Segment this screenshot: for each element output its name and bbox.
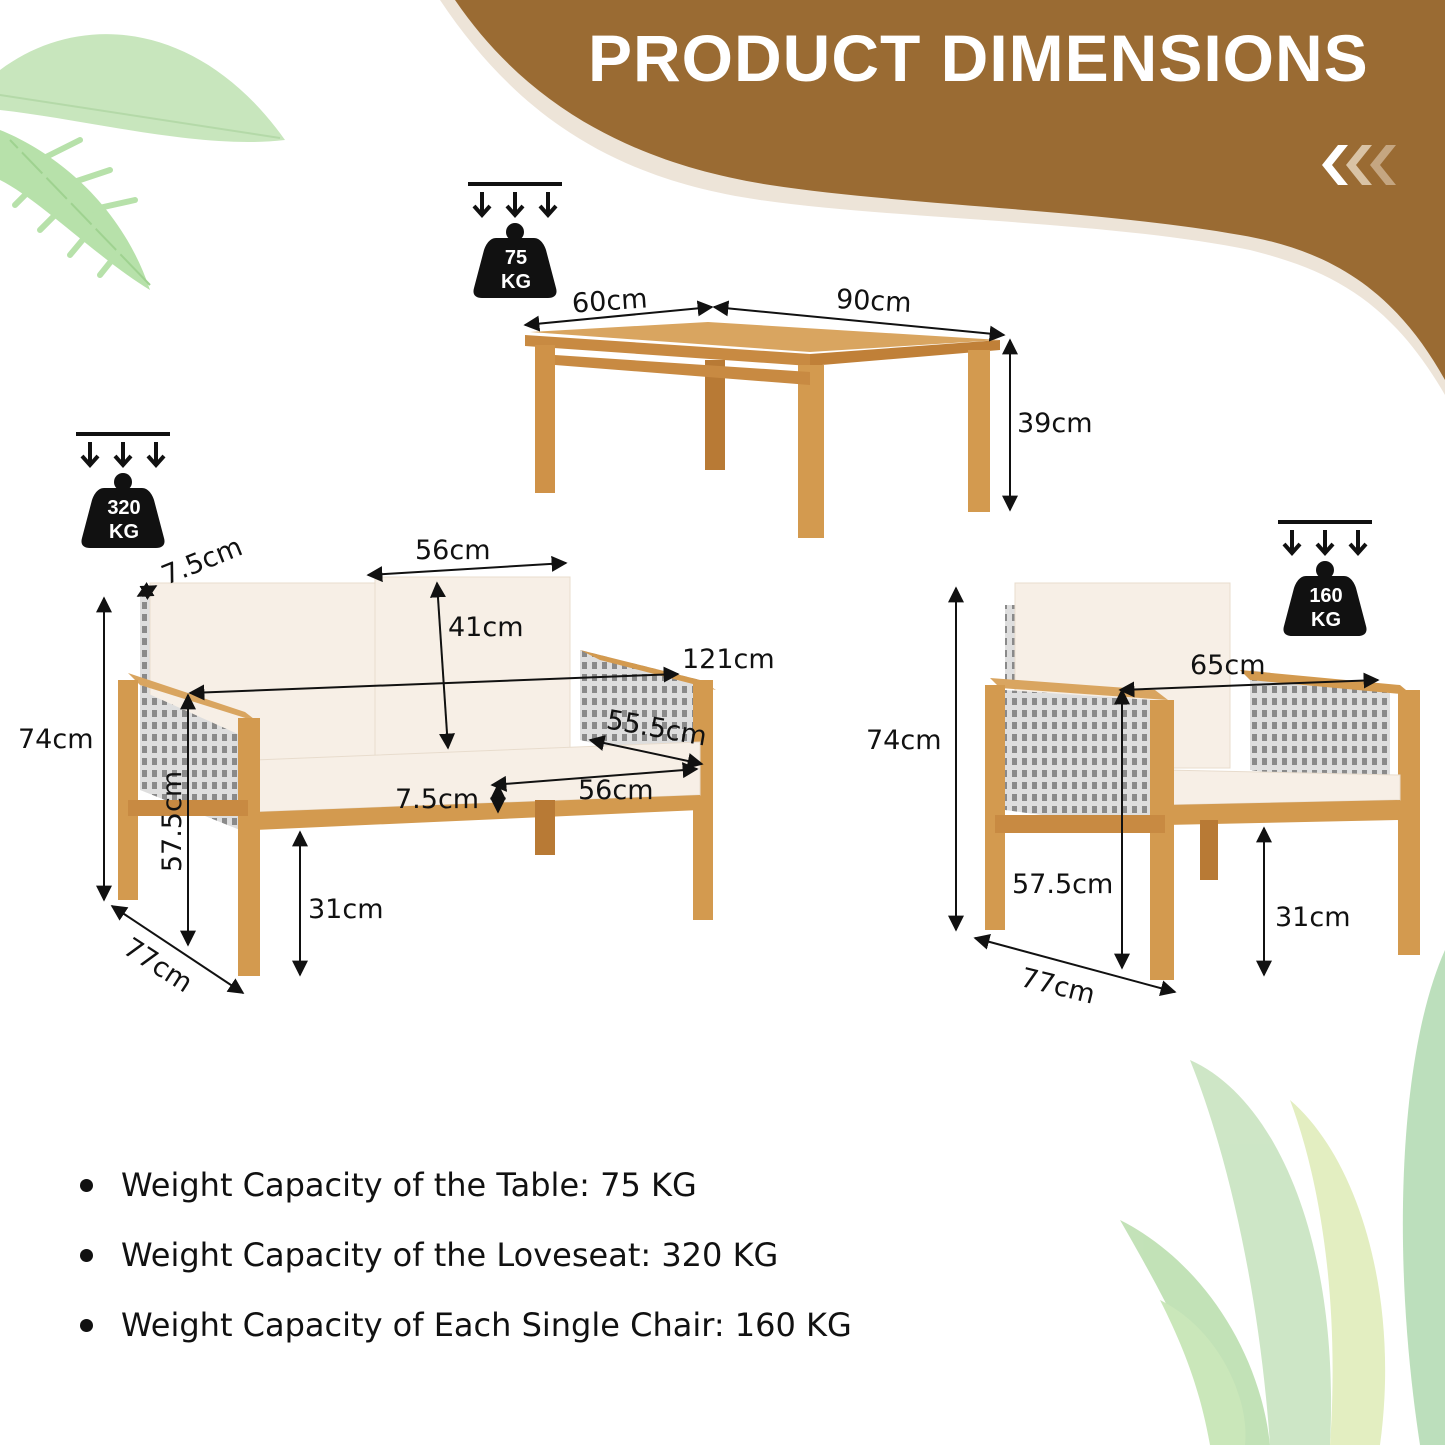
chevron-left-icon [1322, 145, 1396, 185]
bullet-icon [80, 1178, 93, 1192]
table-illustration [525, 322, 1000, 538]
loveseat-overall-width-label: 121cm [682, 644, 775, 675]
page-title: PRODUCT DIMENSIONS [588, 21, 1369, 95]
loveseat-backrest-width-label: 56cm [415, 535, 491, 566]
loveseat-seat-height-label: 31cm [308, 894, 384, 925]
loveseat-cushion-thickness-label: 7.5cm [395, 784, 480, 815]
list-item: Weight Capacity of Each Single Chair: 16… [80, 1290, 852, 1360]
bullet-icon [80, 1318, 93, 1332]
table-depth-label: 60cm [571, 283, 649, 320]
weight-unit: KG [501, 271, 531, 293]
weight-unit: KG [1311, 609, 1341, 631]
weight-value: 75 [504, 247, 528, 269]
leaf-decoration-top-left [0, 34, 285, 290]
weight-unit: KG [109, 521, 139, 543]
chair-overall-height-label: 74cm [866, 725, 942, 756]
leaf-decoration-bottom-right [1120, 950, 1445, 1445]
loveseat-weight-badge: 320 KG [76, 430, 172, 550]
weight-icon [76, 432, 170, 548]
capacity-list: Weight Capacity of the Table: 75 KG Weig… [80, 1150, 852, 1360]
weight-value: 160 [1309, 585, 1343, 607]
chair-armrest-height-label: 57.5cm [1012, 869, 1114, 900]
weight-icon [1278, 520, 1372, 636]
weight-value: 320 [107, 497, 141, 519]
chair-weight-badge: 160 KG [1278, 518, 1374, 638]
list-item: Weight Capacity of the Loveseat: 320 KG [80, 1220, 852, 1290]
table-height-label: 39cm [1017, 408, 1093, 439]
table-width-label: 90cm [835, 284, 913, 319]
chair-illustration [985, 582, 1420, 980]
list-item: Weight Capacity of the Table: 75 KG [80, 1150, 852, 1220]
weight-icon [468, 182, 562, 298]
list-item-text: Weight Capacity of the Loveseat: 320 KG [121, 1236, 779, 1274]
chair-seat-height-label: 31cm [1275, 902, 1351, 933]
list-item-text: Weight Capacity of Each Single Chair: 16… [121, 1306, 852, 1344]
chair-overall-width-label: 65cm [1190, 650, 1266, 681]
bullet-icon [80, 1248, 93, 1262]
loveseat-armrest-height-label: 57.5cm [157, 770, 189, 873]
loveseat-backrest-height-label: 41cm [448, 612, 524, 643]
list-item-text: Weight Capacity of the Table: 75 KG [121, 1166, 697, 1204]
table-weight-badge: 75 KG [468, 180, 564, 300]
loveseat-overall-height-label: 74cm [18, 724, 94, 755]
loveseat-seat-width-label: 56cm [578, 775, 654, 806]
